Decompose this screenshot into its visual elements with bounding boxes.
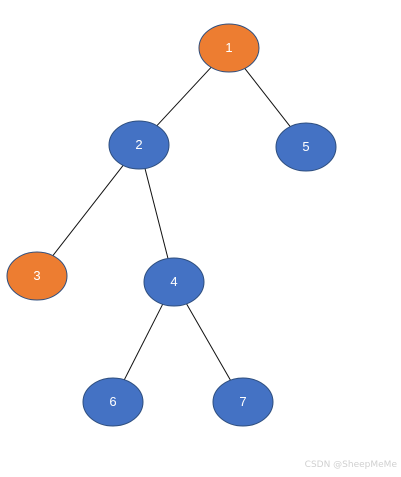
node-label-2: 2	[135, 137, 142, 152]
node-2: 2	[108, 120, 170, 170]
node-ellipse-3	[6, 251, 68, 301]
node-ellipse-2	[108, 120, 170, 170]
node-label-6: 6	[109, 394, 116, 409]
node-label-4: 4	[170, 274, 177, 289]
node-ellipse-4	[143, 257, 205, 307]
edges-group	[52, 66, 291, 381]
node-ellipse-5	[275, 122, 337, 172]
edge-1-2	[156, 66, 212, 127]
edge-2-3	[52, 165, 124, 256]
node-ellipse-6	[82, 377, 144, 427]
node-4: 4	[143, 257, 205, 307]
nodes-group: 1 2 5 3 4 6 7	[6, 23, 337, 427]
edge-4-7	[186, 303, 231, 381]
node-ellipse-7	[212, 377, 274, 427]
edge-2-4	[144, 168, 169, 259]
node-label-5: 5	[302, 139, 309, 154]
node-label-1: 1	[225, 40, 232, 55]
node-label-7: 7	[239, 394, 246, 409]
node-3: 3	[6, 251, 68, 301]
node-7: 7	[212, 377, 274, 427]
node-1: 1	[198, 23, 260, 73]
edge-4-6	[123, 303, 164, 381]
watermark: CSDN @SheepMeMe	[304, 460, 397, 470]
node-5: 5	[275, 122, 337, 172]
node-6: 6	[82, 377, 144, 427]
node-label-3: 3	[33, 268, 40, 283]
edge-1-5	[244, 68, 291, 127]
node-ellipse-1	[198, 23, 260, 73]
